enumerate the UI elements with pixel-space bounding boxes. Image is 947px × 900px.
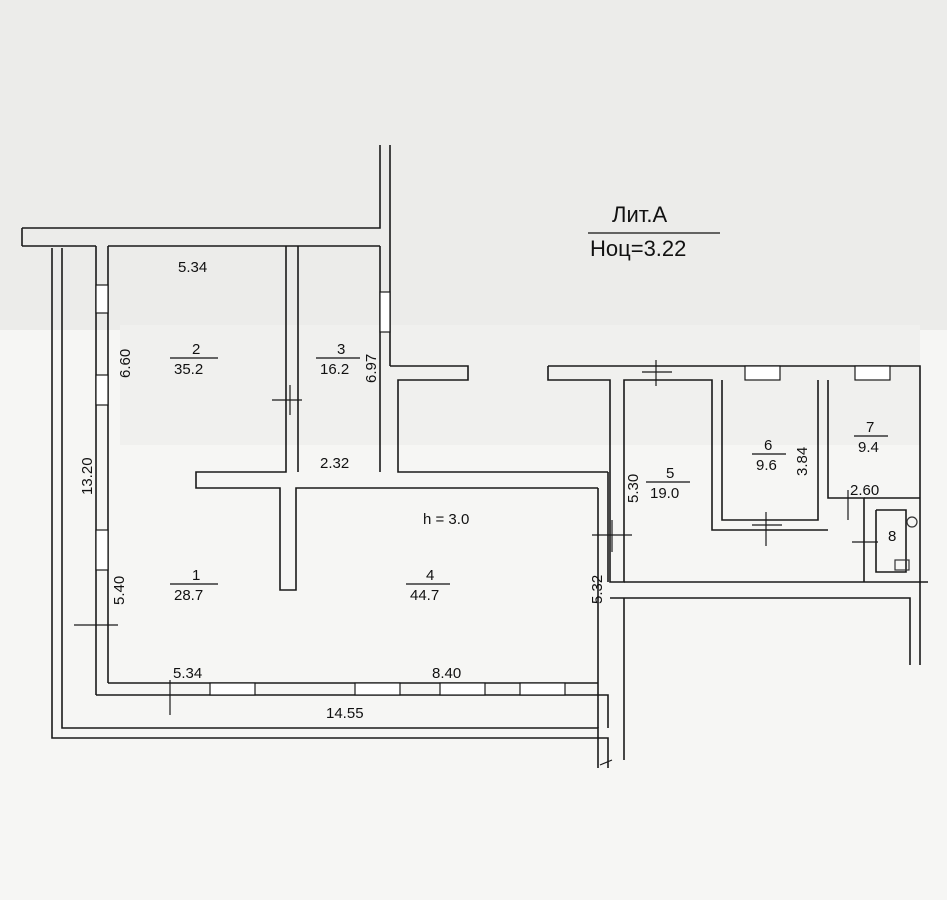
background-bleed (0, 0, 947, 445)
room-7-number: 7 (866, 419, 874, 436)
dim-room3-width: 2.32 (320, 455, 349, 472)
dimension-labels: 5.34 6.60 6.97 2.32 13.20 5.40 5.34 8.40… (79, 259, 879, 722)
dim-room3-height: 6.97 (363, 354, 380, 383)
room-3-number: 3 (337, 341, 345, 358)
room-3-area: 16.2 (320, 361, 349, 378)
room-2-area: 35.2 (174, 361, 203, 378)
room-4-area: 44.7 (410, 587, 439, 604)
dim-room8-width: 2.60 (850, 482, 879, 499)
room-1-area: 28.7 (174, 587, 203, 604)
dim-room6-height: 3.84 (794, 447, 811, 476)
dim-total-width: 14.55 (326, 705, 364, 722)
dim-room5-height: 5.30 (625, 474, 642, 503)
dim-room1-width: 5.34 (173, 665, 202, 682)
room-1-number: 1 (192, 567, 200, 584)
room-5-number: 5 (666, 465, 674, 482)
room-labels: 1 28.7 2 35.2 3 16.2 4 44.7 5 19.0 6 9.6… (170, 341, 896, 604)
room-6-area: 9.6 (756, 457, 777, 474)
bathroom-fixtures (894, 516, 918, 571)
dim-left-total: 13.20 (79, 457, 96, 495)
dim-room2-height: 6.60 (117, 349, 134, 378)
lit-label: Лит.А (612, 202, 667, 227)
windows (95, 284, 891, 696)
room-2-number: 2 (192, 341, 200, 358)
door-marks (74, 360, 878, 766)
room-5-area: 19.0 (650, 485, 679, 502)
dim-room4-width: 8.40 (432, 665, 461, 682)
header: Лит.А Ноц=3.22 (588, 202, 720, 261)
dim-room4-height: 5.32 (589, 575, 606, 604)
dim-room2-width: 5.34 (178, 259, 207, 276)
dim-room1-height: 5.40 (111, 576, 128, 605)
room-7-area: 9.4 (858, 439, 879, 456)
room-4-number: 4 (426, 567, 434, 584)
height-label: Ноц=3.22 (590, 236, 686, 261)
ceiling-height-label: h = 3.0 (423, 511, 469, 528)
room-6-number: 6 (764, 437, 772, 454)
room-8-number: 8 (888, 528, 896, 545)
walls (21, 145, 928, 768)
